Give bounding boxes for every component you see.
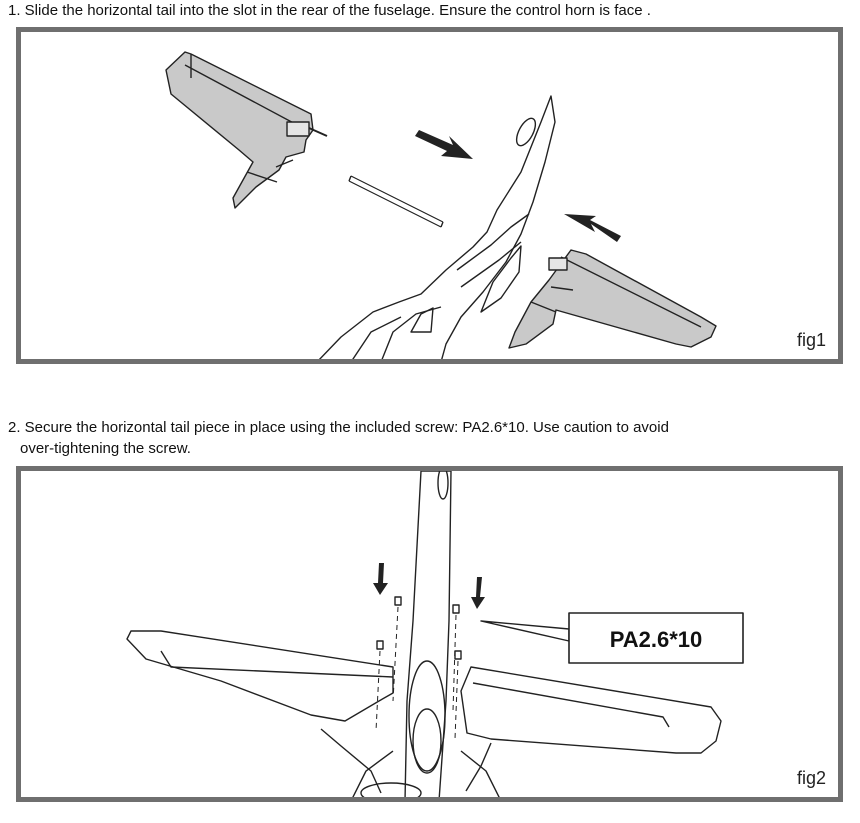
step-2-line-2: over-tightening the screw. — [20, 440, 191, 457]
step-1-instruction: 1. Slide the horizontal tail into the sl… — [8, 2, 651, 19]
left-tail-piece — [165, 51, 314, 209]
callout-box — [568, 612, 744, 664]
arrow-right-icon — [415, 130, 473, 159]
figure-1-label: fig1 — [796, 330, 826, 350]
vertical-fin — [404, 471, 452, 797]
step-2-line-1: 2. Secure the horizontal tail piece in p… — [8, 419, 669, 436]
screw-icon — [376, 596, 462, 660]
horizontal-tail-assembly — [126, 630, 394, 722]
figure-2-label: fig2 — [796, 768, 826, 788]
figure-1: fig1 — [16, 27, 843, 364]
right-tail-piece — [508, 249, 717, 349]
figure-1-illustration — [165, 51, 717, 359]
figure-2-illustration: PA2.6*10 — [126, 471, 744, 797]
figure-2: PA2.6*10 fig2 — [16, 466, 843, 802]
horizontal-tail-assembly-right — [460, 666, 722, 754]
joiner-rod — [348, 175, 444, 228]
callout-pointer — [480, 620, 570, 642]
arrow-left-icon — [564, 214, 621, 242]
screw-spec-callout: PA2.6*10 — [610, 627, 703, 652]
arrow-down-icon — [373, 563, 485, 609]
step-2-instruction: 2. Secure the horizontal tail piece in p… — [8, 417, 669, 459]
fuselage — [318, 95, 556, 359]
